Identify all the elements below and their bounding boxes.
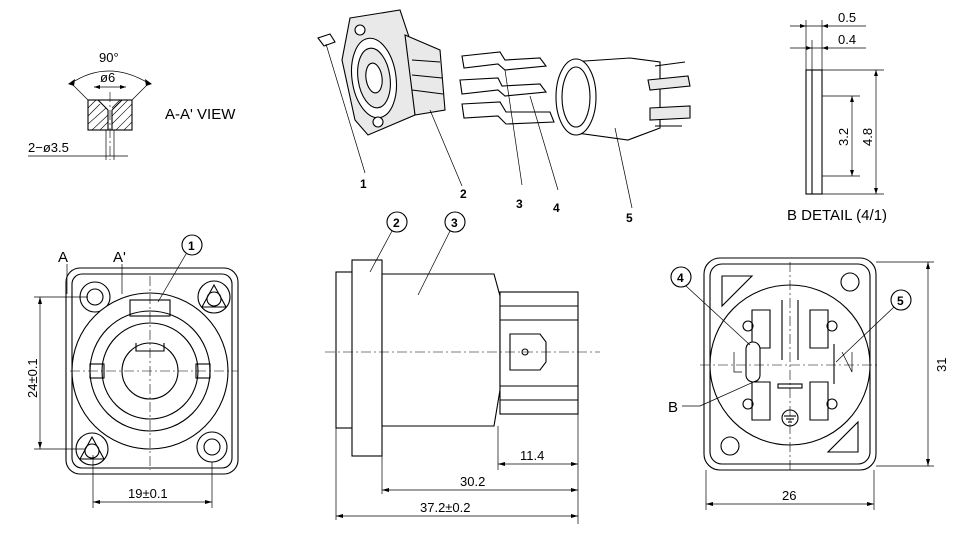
exploded-view: 1 2 3 4 5 bbox=[317, 9, 691, 225]
angle-arc bbox=[69, 70, 151, 85]
section-marker-a-prime: A' bbox=[113, 249, 126, 266]
detail-view: 0.5 0.4 3.2 4.8 B DETAIL (4/1) bbox=[787, 10, 887, 224]
holes-label: 2−ø3.5 bbox=[28, 140, 69, 155]
part-1-clip bbox=[317, 33, 336, 47]
section-hatching bbox=[87, 99, 133, 131]
detail-dim-slot: 3.2 bbox=[836, 128, 851, 146]
bore-label: ø6 bbox=[100, 70, 115, 85]
part-2-housing bbox=[341, 9, 446, 136]
part-5-label: 5 bbox=[626, 211, 633, 225]
rear-dim-height: 31 bbox=[934, 358, 949, 372]
callout-4: 4 bbox=[677, 271, 684, 285]
detail-dim-inner: 0.4 bbox=[838, 32, 856, 47]
section-view: 90° ø6 2−ø3.5 A-A' VIEW bbox=[28, 50, 236, 160]
part-1-label: 1 bbox=[360, 177, 367, 191]
part-3-label: 3 bbox=[516, 197, 523, 211]
screw-top-right bbox=[197, 280, 231, 314]
callout-1: 1 bbox=[188, 239, 195, 253]
callout-2: 2 bbox=[393, 216, 400, 230]
contacts bbox=[459, 51, 555, 125]
part-2-label: 2 bbox=[460, 187, 467, 201]
detail-view-title: B DETAIL (4/1) bbox=[787, 207, 887, 224]
part-5-sleeve bbox=[555, 57, 691, 141]
rear-dim-width: 26 bbox=[782, 488, 796, 503]
callout-5: 5 bbox=[897, 294, 904, 308]
front-dim-height: 24±0.1 bbox=[25, 358, 40, 398]
detail-dim-total: 4.8 bbox=[860, 128, 875, 146]
side-dim-overall: 37.2±0.2 bbox=[420, 500, 471, 515]
detail-ref-b: B bbox=[668, 399, 678, 416]
section-marker-a: A bbox=[58, 249, 68, 266]
callout-3: 3 bbox=[451, 216, 458, 230]
section-view-title: A-A' VIEW bbox=[165, 106, 236, 123]
side-dim-body: 30.2 bbox=[460, 474, 485, 489]
side-dim-tail: 11.4 bbox=[520, 448, 544, 463]
rear-view: 4 5 B 31 26 bbox=[668, 257, 949, 510]
front-view: A A' 24±0.1 19±0.1 1 bbox=[25, 234, 239, 508]
part-4-label: 4 bbox=[553, 201, 560, 215]
angle-label: 90° bbox=[99, 50, 119, 65]
front-dim-width: 19±0.1 bbox=[128, 486, 168, 501]
detail-dim-outer: 0.5 bbox=[838, 10, 856, 25]
side-view: 2 3 11.4 30.2 37.2±0.2 bbox=[325, 211, 600, 524]
